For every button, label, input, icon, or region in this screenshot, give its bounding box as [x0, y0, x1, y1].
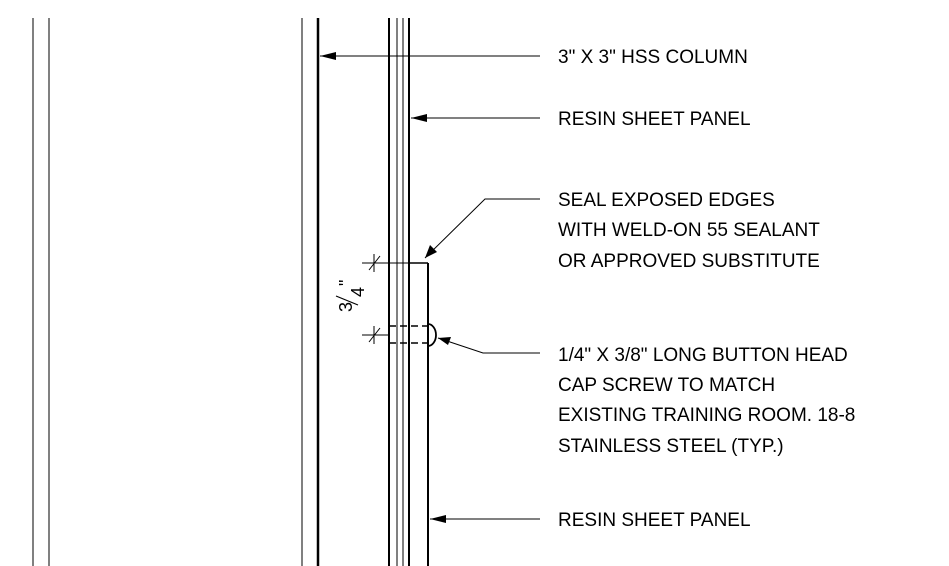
callout-seal-line-2: WITH WELD-ON 55 SEALANT — [558, 220, 820, 241]
dim-denominator: 4 — [348, 287, 368, 297]
arrowhead-hss-column — [320, 52, 336, 60]
callout-screw-line-2: CAP SCREW TO MATCH — [558, 375, 775, 396]
callout-seal-line-1: SEAL EXPOSED EDGES — [558, 190, 775, 211]
arrowhead-resin-lower — [430, 515, 446, 523]
dim-fraction-bar — [335, 295, 359, 306]
callout-hss-column: 3" X 3" HSS COLUMN — [558, 47, 748, 68]
dim-numerator: 3 — [336, 302, 356, 312]
arrowhead-resin-upper — [411, 114, 427, 122]
dim-tick-bottom — [368, 327, 381, 343]
leader-seal-edges — [424, 198, 540, 259]
dimension-label: 3 4 " — [335, 280, 368, 312]
callout-seal-line-3: OR APPROVED SUBSTITUTE — [558, 251, 820, 272]
button-head-icon — [427, 323, 437, 347]
leader-cap-screw — [437, 337, 540, 354]
callout-resin-panel-lower: RESIN SHEET PANEL — [558, 510, 751, 531]
callout-screw-line-3: EXISTING TRAINING ROOM. 18-8 — [558, 405, 855, 426]
callout-resin-panel-upper: RESIN SHEET PANEL — [558, 109, 751, 130]
arrowhead-seal-edges — [425, 245, 437, 258]
callout-screw-line-1: 1/4" X 3/8" LONG BUTTON HEAD — [558, 345, 848, 366]
callout-screw-line-4: STAINLESS STEEL (TYP.) — [558, 436, 784, 457]
dim-unit: " — [336, 280, 356, 286]
arrowhead-cap-screw — [438, 337, 451, 345]
dim-tick-top — [368, 255, 381, 271]
